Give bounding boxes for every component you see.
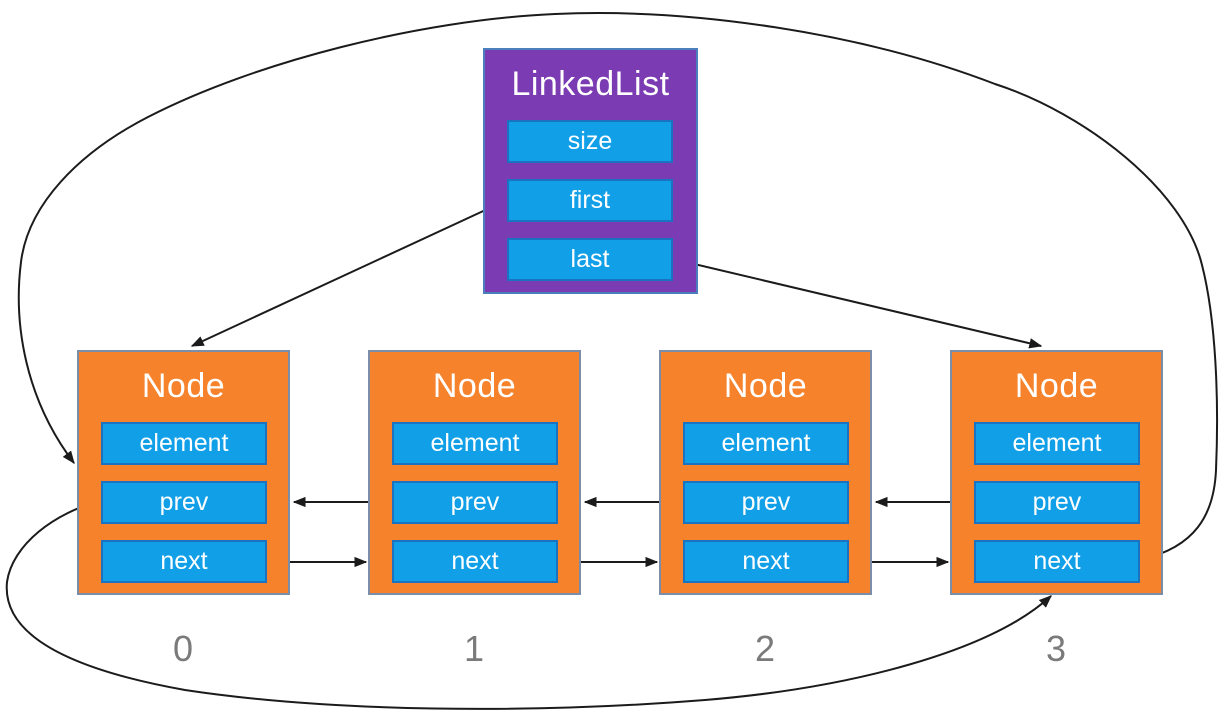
- linkedlist-field-last: last: [507, 238, 673, 281]
- node-index-3: 3: [1045, 628, 1067, 669]
- node-box-3: Node element prev next: [950, 350, 1163, 595]
- node-title: Node: [723, 367, 808, 405]
- linkedlist-field-size: size: [507, 120, 673, 163]
- linkedlist-field-first: first: [507, 179, 673, 222]
- linkedlist-title: LinkedList: [511, 65, 670, 103]
- node-index-1: 1: [463, 628, 485, 669]
- node-box-2: Node element prev next: [659, 350, 872, 595]
- node3-field-prev: prev: [974, 481, 1140, 524]
- node0-field-next: next: [101, 540, 267, 583]
- node1-field-prev: prev: [392, 481, 558, 524]
- linkedlist-box: LinkedList size first last: [483, 48, 698, 294]
- node-title: Node: [1014, 367, 1099, 405]
- node-title: Node: [141, 367, 226, 405]
- node1-field-element: element: [392, 422, 558, 465]
- node0-field-prev: prev: [101, 481, 267, 524]
- node3-field-next: next: [974, 540, 1140, 583]
- arrow-first-to-node0: [190, 199, 508, 347]
- node2-field-element: element: [683, 422, 849, 465]
- node3-field-element: element: [974, 422, 1140, 465]
- node0-field-element: element: [101, 422, 267, 465]
- arrow-last-to-node3: [672, 258, 1043, 349]
- node-index-2: 2: [754, 628, 776, 669]
- node-box-1: Node element prev next: [368, 350, 581, 595]
- node2-field-next: next: [683, 540, 849, 583]
- node-index-0: 0: [172, 628, 194, 669]
- node1-field-next: next: [392, 540, 558, 583]
- node-title: Node: [432, 367, 517, 405]
- node2-field-prev: prev: [683, 481, 849, 524]
- node-box-0: Node element prev next: [77, 350, 290, 595]
